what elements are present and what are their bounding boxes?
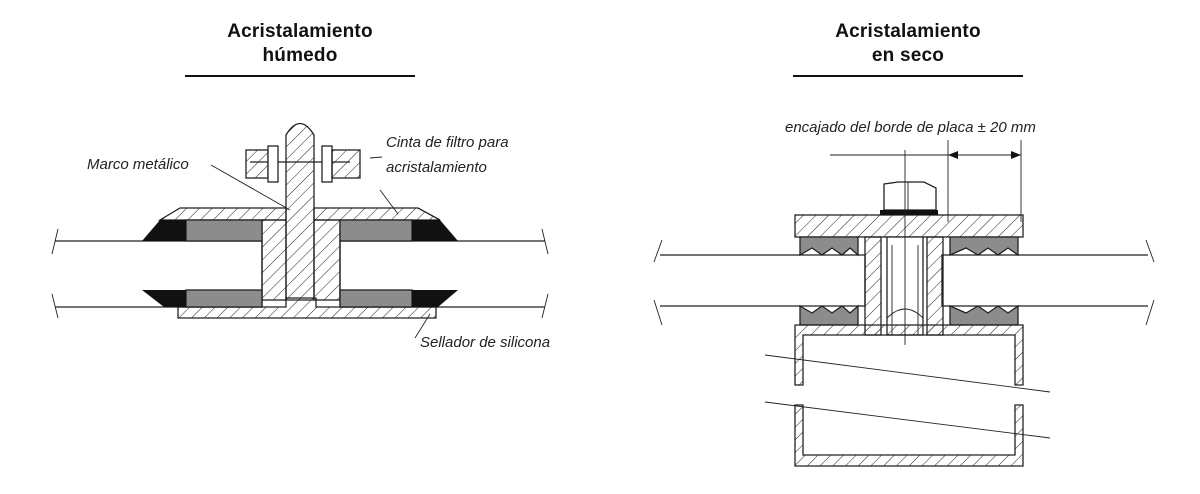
wet-glazing-title-rule: [185, 75, 415, 77]
wet-bottom-right-gasket: [339, 289, 413, 308]
wet-frame-spine: [285, 122, 315, 301]
wet-top-cover-plate: [157, 207, 287, 221]
dry-left-glass-panel: [660, 254, 866, 307]
dry-label-dimension: encajado del borde de placa ± 20 mm: [785, 119, 1036, 136]
dry-glazing-title-line1: Acristalamiento: [835, 21, 981, 42]
wet-left-sealant-bottom: [142, 290, 186, 307]
wet-glazing-title-line1: Acristalamiento: [227, 21, 373, 42]
wet-left-sealant-top: [142, 220, 186, 241]
wet-glazing-title: Acristalamiento húmedo: [185, 20, 415, 68]
dry-top-left-gasket: [799, 236, 859, 257]
wet-label-tape-line1: Cinta de filtro para: [386, 134, 509, 151]
wet-right-nut: [331, 149, 361, 179]
dry-center-channel-left: [864, 236, 882, 336]
wet-label-frame: Marco metálico: [87, 156, 189, 173]
dry-bolt-head: [883, 181, 937, 211]
dry-glazing-diagram: [653, 140, 1155, 467]
dry-bottom-left-gasket: [799, 304, 859, 326]
dry-glazing-title: Acristalamiento en seco: [793, 20, 1023, 68]
dry-bottom-frame-profile: [794, 324, 1024, 386]
wet-left-washer: [267, 145, 279, 183]
dry-right-glass-panel: [941, 254, 1148, 307]
dry-glazing-title-line2: en seco: [871, 45, 945, 66]
wet-right-sealant-top: [412, 220, 458, 241]
dry-glazing-title-rule: [793, 75, 1023, 77]
wet-bottom-left-gasket: [185, 289, 263, 308]
wet-glazing-title-line2: húmedo: [262, 45, 338, 66]
dry-bolt-washer: [880, 210, 938, 215]
dry-center-channel-right: [926, 236, 944, 336]
wet-glazing-diagram: [51, 122, 549, 339]
wet-right-washer: [321, 145, 333, 183]
dry-top-cover-plate: [794, 214, 1024, 238]
wet-top-left-gasket: [185, 219, 263, 242]
wet-bottom-frame-plate: [177, 297, 437, 319]
dry-bottom-right-gasket: [949, 304, 1019, 326]
wet-top-right-gasket: [339, 219, 413, 242]
wet-right-sealant-bottom: [412, 290, 458, 307]
wet-label-tape-line2: acristalamiento: [386, 159, 487, 176]
dry-top-right-gasket: [949, 236, 1019, 257]
wet-label-sealant: Sellador de silicona: [420, 334, 550, 351]
wet-left-nut: [245, 149, 269, 179]
